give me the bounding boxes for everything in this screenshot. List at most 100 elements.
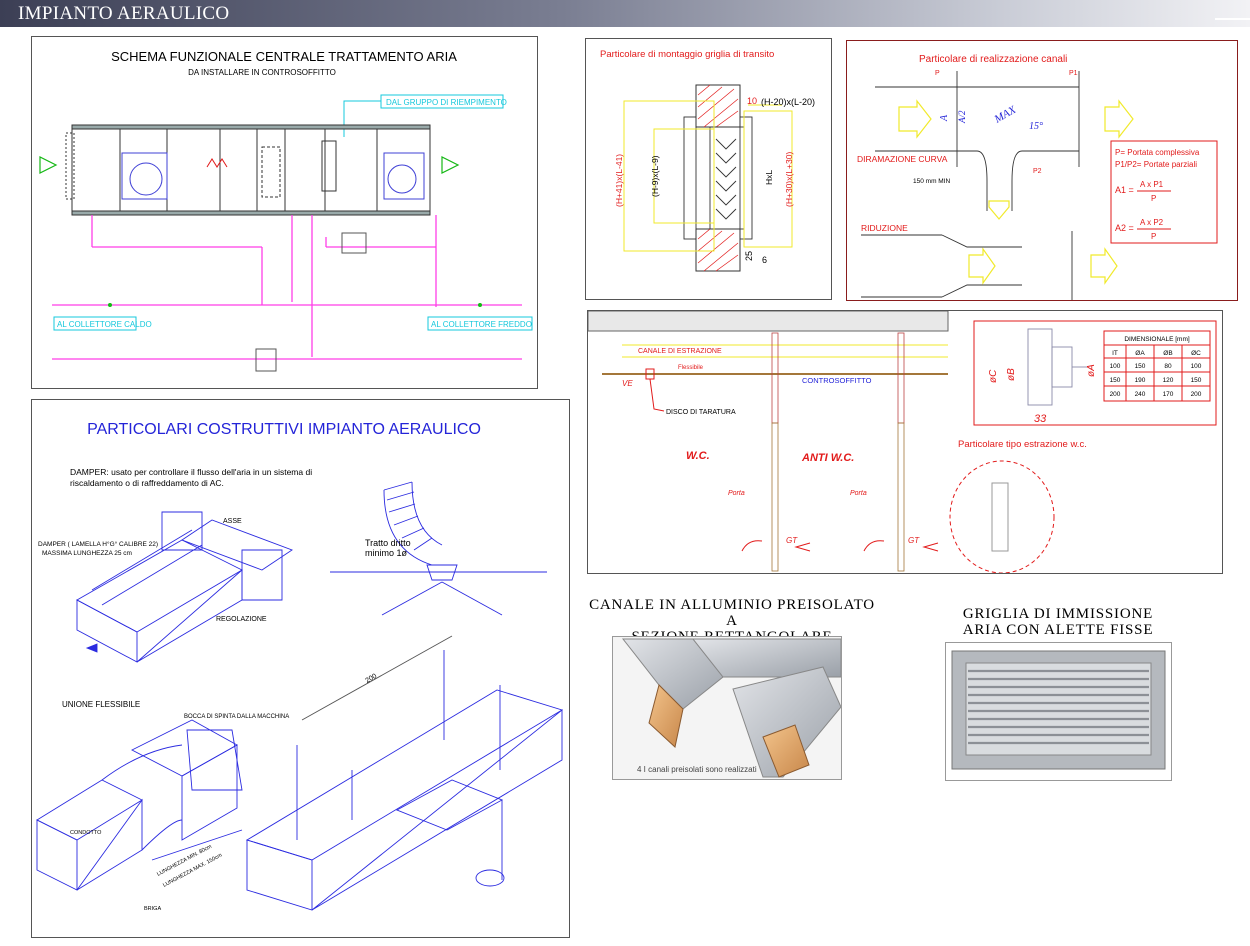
a1-label: A1 = [1115, 185, 1134, 195]
flow-arrows [898, 99, 1134, 220]
dim-200-label: 200 [365, 673, 379, 685]
bocca-label: BOCCA DI SPINTA DALLA MACCHINA [184, 714, 289, 720]
table-cell: 200 [1110, 391, 1121, 398]
disco-label: DISCO DI TARATURA [666, 409, 736, 416]
dimensions-table: DIMENSIONALE [mm] IT ØA ØB ØC 100 150 80… [1103, 330, 1211, 402]
label-max: MAX [992, 103, 1020, 126]
header-bar: IMPIANTO AERAULICO [0, 0, 1250, 27]
flex-bend [330, 481, 547, 616]
schema-title: SCHEMA FUNZIONALE CENTRALE TRATTAMENTO A… [111, 49, 457, 64]
damper-desc-1: DAMPER: usato per controllare il flusso … [70, 467, 312, 477]
table-cell: 170 [1163, 391, 1174, 398]
dim-hxl: HxL [764, 170, 774, 185]
extraction-duct [622, 344, 948, 358]
dim-6: 6 [762, 255, 767, 265]
water-pipes [52, 215, 522, 360]
gt-2-label: GT [908, 536, 920, 545]
dim-h9: (H-9)x(L-9) [650, 155, 660, 197]
a1-num: A x P1 [1140, 180, 1164, 189]
page-title: IMPIANTO AERAULICO [18, 3, 230, 24]
photo2-caption-line-2: ARIA CON ALETTE FISSE [962, 622, 1154, 638]
label-p2: P2 [1033, 168, 1042, 175]
valve-detail [1027, 328, 1088, 406]
lamella-label-2: MASSIMA LUNGHEZZA 25 cm [42, 550, 132, 557]
controsoffitto-label: CONTROSOFFITTO [802, 376, 872, 385]
table-cell: 150 [1135, 363, 1146, 370]
table-cell: 80 [1164, 363, 1172, 370]
table-title: DIMENSIONALE [mm] [1124, 336, 1190, 343]
table-header-a: ØA [1135, 350, 1145, 357]
header-divider [1215, 18, 1250, 20]
dim-h30: (H+30)x(L+30) [784, 152, 794, 207]
reduction-duct [861, 231, 1073, 300]
photo1-aluminium-duct: 4 I canali preisolati sono realizzati [612, 636, 842, 780]
damper-desc-2: riscaldamento o di raffreddamento di AC. [70, 478, 224, 488]
porta-1-label: Porta [728, 490, 745, 497]
table-cell: 240 [1135, 391, 1146, 398]
dim-h20: (H-20)x(L-20) [761, 97, 815, 107]
dim-h41: (H+41)x(L-41) [614, 154, 624, 207]
photo2-caption: GRIGLIA DI IMMISSIONE ARIA CON ALETTE FI… [940, 606, 1176, 638]
long-duct [245, 635, 564, 911]
antiwc-label: ANTI W.C. [801, 452, 854, 464]
photo2-fixed-grille [945, 642, 1172, 781]
branch-duct [875, 71, 1080, 211]
damper-isometric [76, 511, 293, 663]
panel-estrazione-wc: CANALE DI ESTRAZIONE Flessibile CONTROSO… [587, 310, 1223, 574]
legend-box [1110, 140, 1218, 244]
valve-detail-box [973, 320, 1217, 426]
detail-grille [991, 482, 1009, 552]
valve-2-icon [255, 348, 277, 372]
label-p: P [935, 70, 940, 77]
label-p1: P1 [1069, 70, 1078, 77]
gt-1-label: GT [786, 536, 798, 545]
canali-title: Particolare di realizzazione canali [919, 54, 1067, 65]
dim-10: 10 [747, 96, 757, 106]
particolari-drawing: PARTICOLARI COSTRUTTIVI IMPIANTO AERAULI… [36, 421, 564, 912]
label-riduzione: RIDUZIONE [861, 223, 908, 233]
legend-line-1: P= Portata complessiva [1115, 148, 1200, 157]
a1-den: P [1151, 194, 1156, 203]
panel-schema-funzionale: SCHEMA FUNZIONALE CENTRALE TRATTAMENTO A… [31, 36, 538, 389]
air-flow-arrows [741, 540, 939, 552]
cold-label: AL COLLETTORE FREDDO [431, 320, 532, 329]
table-cell: 190 [1135, 377, 1146, 384]
photo1-caption-line-1: CANALE IN ALLUMINIO PREISOLATO A [589, 597, 875, 629]
table-cell: 100 [1191, 363, 1202, 370]
wall-section [695, 84, 741, 272]
outlet-arrow-icon [441, 156, 460, 174]
label-a: A [939, 114, 950, 122]
node-1 [108, 303, 112, 307]
label-diramazione: DIRAMAZIONE CURVA [857, 154, 948, 164]
label-angle: 15° [1029, 121, 1043, 132]
table-cell: 150 [1191, 377, 1202, 384]
cold-label-box [427, 316, 533, 331]
ahu-unit [65, 124, 431, 216]
grille-illustration [951, 650, 1166, 770]
lamella-label-1: DAMPER ( LAMELLA H°G° CALIBRE 22) [38, 540, 158, 548]
panel-griglia-transito: Particolare di montaggio griglia di tran… [585, 38, 832, 300]
estrazione-drawing: CANALE DI ESTRAZIONE Flessibile CONTROSO… [588, 311, 1217, 573]
schema-subtitle: DA INSTALLARE IN CONTROSOFFITTO [188, 68, 336, 77]
table-header-b: ØB [1163, 350, 1172, 357]
ve-label: VE [622, 379, 633, 388]
table-header-c: ØC [1191, 350, 1201, 357]
canali-drawing: Particolare di realizzazione canali P P1… [857, 54, 1218, 300]
grille-blades [968, 669, 1149, 745]
asse-label: ASSE [223, 518, 242, 525]
hot-label: AL COLLETTORE CALDO [57, 320, 152, 329]
flessibile-label: Flessibile [678, 365, 704, 371]
hot-label-box [53, 316, 137, 331]
oc-label: øC [988, 369, 999, 383]
flex-union [36, 719, 243, 891]
dim-25: 25 [744, 251, 754, 261]
unione-label: UNIONE FLESSIBILE [62, 700, 140, 709]
photo1-inner-text: 4 I canali preisolati sono realizzati [637, 765, 757, 774]
schema-drawing: SCHEMA FUNZIONALE CENTRALE TRATTAMENTO A… [39, 49, 533, 372]
a2-den: P [1151, 232, 1156, 241]
door-frames [771, 332, 905, 572]
panel-realizzazione-canali: Particolare di realizzazione canali P P1… [846, 40, 1238, 301]
griglia-transito-title: Particolare di montaggio griglia di tran… [600, 49, 774, 60]
ceiling-slab [588, 311, 949, 332]
dim-33-label: 33 [1034, 413, 1047, 425]
